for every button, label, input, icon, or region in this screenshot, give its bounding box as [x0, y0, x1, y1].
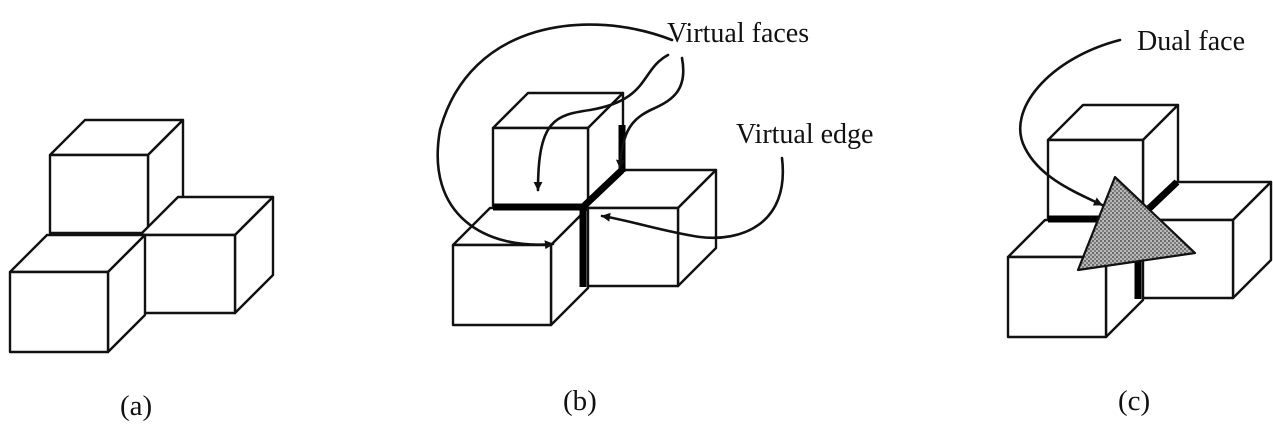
panel-b-virtual-faces-and-edge: Virtual faces Virtual edge	[436, 18, 873, 327]
cube-left	[451, 206, 590, 327]
panel-a-cube-assembly	[8, 118, 275, 354]
dual-face-triangle	[1076, 175, 1197, 272]
label-dual-face: Dual face	[1137, 26, 1245, 57]
virtual-faces-arrow-big-loop	[436, 23, 674, 250]
cube-left	[8, 233, 147, 354]
cube-right	[138, 195, 275, 315]
panel-c-dual-face: Dual face	[1006, 26, 1273, 339]
caption-a: (a)	[120, 390, 152, 422]
caption-b: (b)	[563, 385, 597, 417]
virtual-faces-arrow-short	[533, 53, 670, 192]
label-virtual-faces: Virtual faces	[667, 18, 809, 49]
virtual-edge-arrow	[600, 156, 785, 240]
caption-c: (c)	[1118, 385, 1150, 417]
virtual-edge-diagonal	[580, 167, 625, 210]
dual-face-arrow	[1018, 38, 1122, 207]
virtual-faces-arrow-right	[615, 56, 685, 170]
label-virtual-edge: Virtual edge	[736, 119, 873, 150]
